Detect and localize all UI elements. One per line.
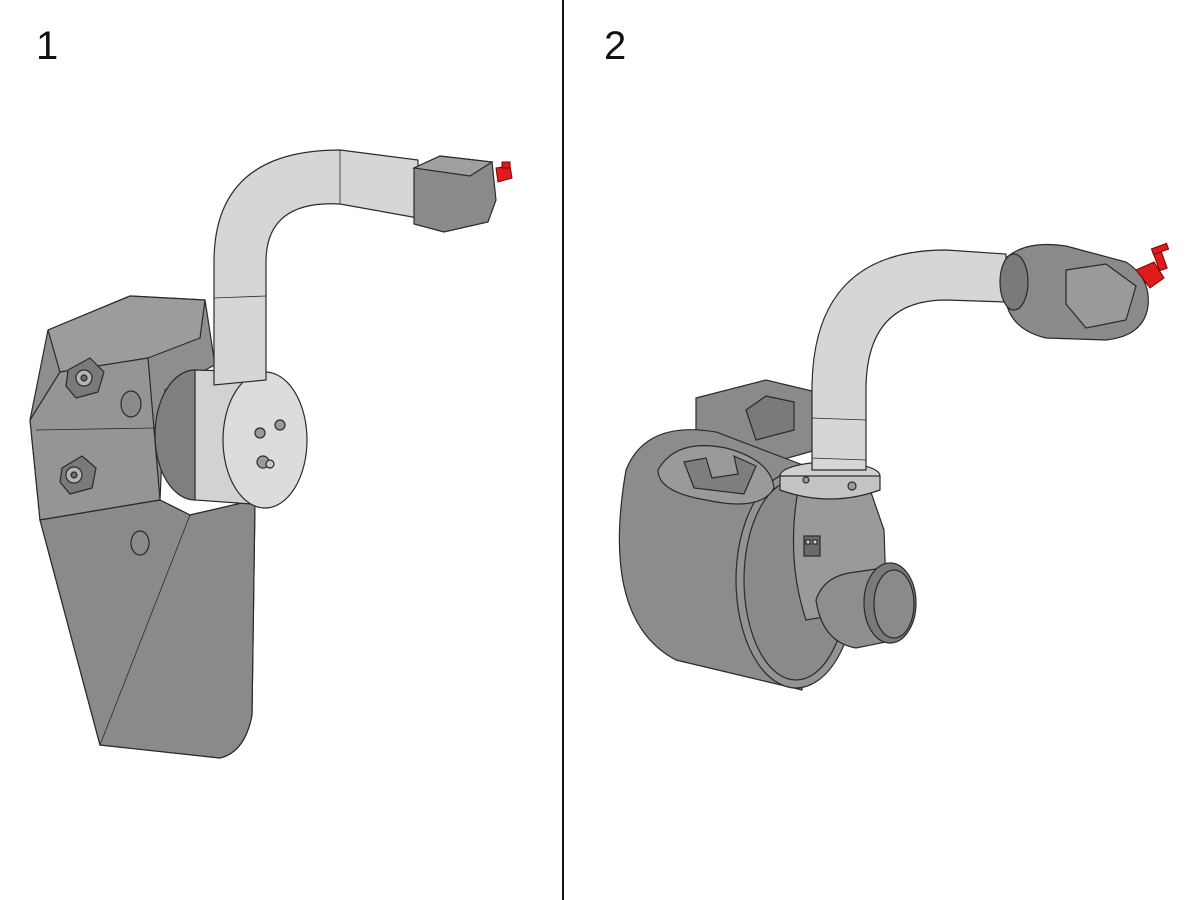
hub-cylinder <box>154 369 308 509</box>
arm-mounted-spray-nozzle-icon <box>29 149 513 759</box>
logo-emboss <box>657 445 775 505</box>
bent-tube <box>811 249 1007 471</box>
bent-tube <box>213 149 419 386</box>
panel-number-1: 1 <box>36 24 59 68</box>
outlet-body <box>792 477 917 649</box>
red-nozzle-tip <box>1135 242 1170 289</box>
arm-body <box>29 295 256 759</box>
nozzle-head <box>411 155 497 233</box>
panel-number-2: 2 <box>604 24 627 68</box>
panel-1: 1 <box>0 0 562 900</box>
nozzle-body <box>999 243 1149 341</box>
panel-2: 2 <box>566 0 1200 900</box>
motor-mounted-spray-nozzle-icon <box>618 242 1170 691</box>
fitting-lower <box>59 455 97 495</box>
fitting-upper <box>65 357 105 399</box>
panel-divider <box>562 0 564 900</box>
red-nozzle-tip <box>495 161 513 183</box>
